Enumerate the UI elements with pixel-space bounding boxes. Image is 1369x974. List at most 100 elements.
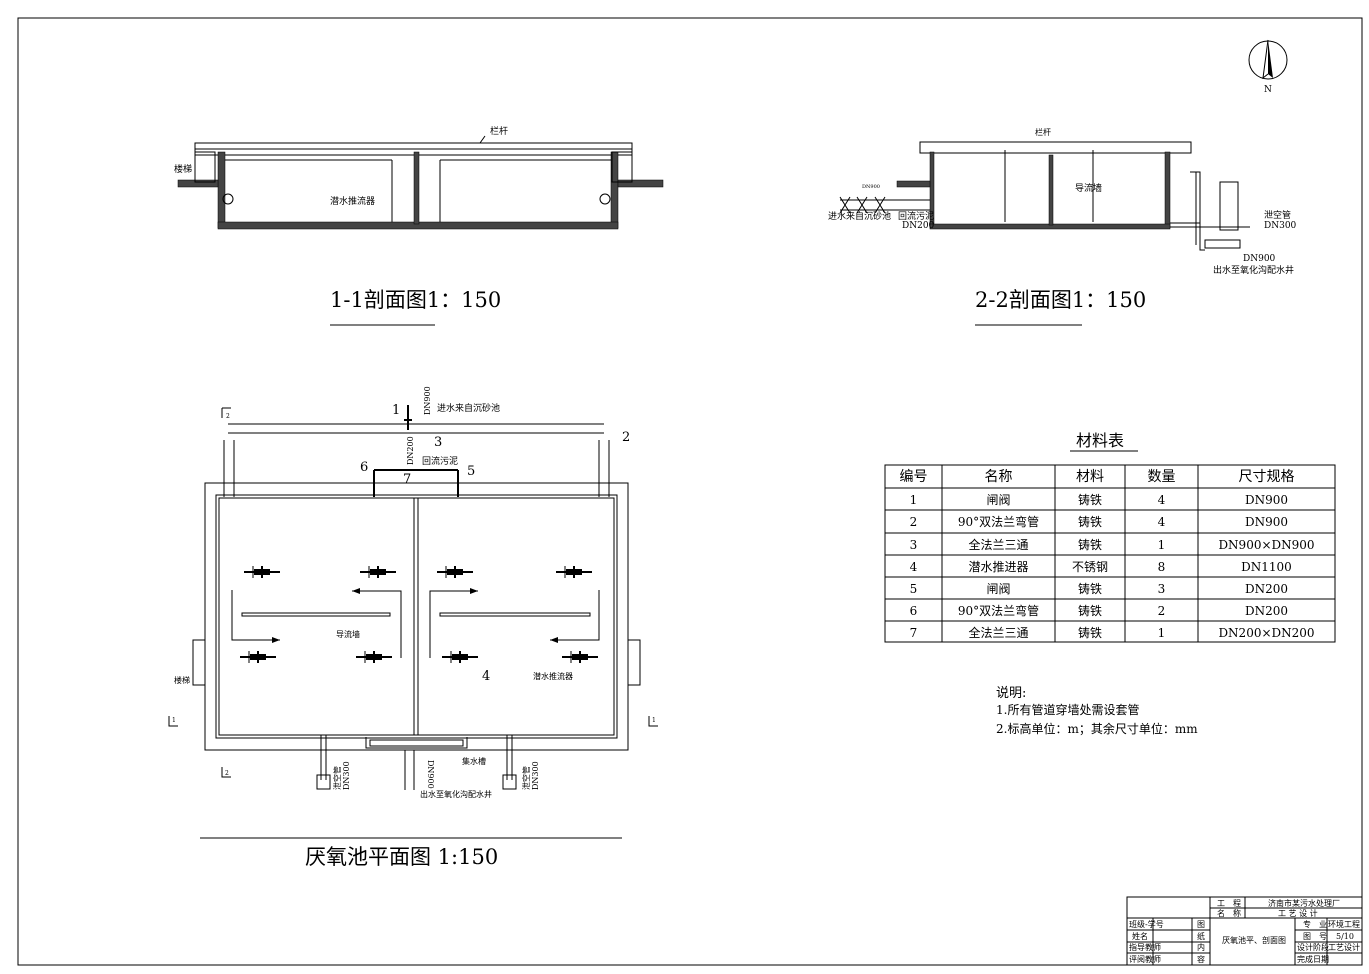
table-cell: 7	[910, 626, 918, 640]
note-1: 1.所有管道穿墙处需设套管	[996, 702, 1139, 717]
table-cell: 铸铁	[1078, 603, 1102, 618]
table-cell: 2	[910, 515, 918, 529]
table-cell: 3	[1158, 582, 1166, 596]
callout-5: 5	[467, 464, 475, 479]
section-mark-2-bottom: 2	[225, 770, 229, 777]
outlet-dn-label: DN900	[1243, 254, 1276, 264]
table-header: 名称	[985, 469, 1013, 485]
drain-dn-right: DN300	[531, 761, 540, 790]
mixer-icon	[240, 651, 276, 663]
section-1-1: 栏杆 楼梯 潜水推流器 1-1剖面图1：150	[174, 125, 664, 326]
flow-arrow-icon	[352, 588, 402, 658]
table-cell: 铸铁	[1078, 514, 1102, 529]
table-cell: 8	[1158, 560, 1166, 574]
table-cell: 4	[910, 560, 918, 574]
stairs-label: 楼梯	[174, 675, 190, 685]
inlet-dn: DN900	[423, 386, 432, 415]
drain-dn-left: DN300	[342, 761, 351, 790]
inlet-label: 进水来自沉砂池	[828, 210, 891, 222]
baffle-label: 导流墙	[336, 629, 360, 639]
callout-3: 3	[434, 435, 442, 450]
plan-title: 厌氧池平面图 1:150	[305, 845, 498, 869]
section-mark-2-top: 2	[226, 413, 230, 420]
table-cell: 全法兰三通	[968, 625, 1028, 640]
callout-1: 1	[392, 403, 400, 418]
table-cell: 闸阀	[986, 582, 1010, 596]
stairs-label: 楼梯	[174, 163, 192, 175]
section-2-2: 栏杆 导流墙 DN900 进水来自沉砂池 回流污泥 DN200 泄空管 DN30…	[828, 127, 1297, 326]
mixer-icon	[360, 566, 396, 578]
major-value: 环境工程	[1328, 919, 1360, 929]
flow-arrow-icon	[550, 590, 600, 643]
mixer-label: 潜水推流器	[533, 671, 573, 681]
project-label-1: 工 程	[1217, 899, 1241, 908]
notes: 说明: 1.所有管道穿墙处需设套管 2.标高单位：m；其余尺寸单位：mm	[996, 686, 1198, 736]
table-cell: 铸铁	[1078, 492, 1102, 507]
project-label-2: 名 称	[1217, 908, 1241, 918]
table-cell: 4	[1158, 493, 1166, 507]
table-cell: DN200	[1245, 604, 1288, 618]
major-label: 专 业	[1303, 919, 1327, 929]
table-cell: 铸铁	[1078, 581, 1102, 596]
drain-dn-label: DN300	[1264, 221, 1297, 231]
north-arrow: N	[1248, 39, 1288, 95]
drain-label-right: 泄空管	[521, 766, 531, 790]
table-header: 数量	[1148, 469, 1176, 485]
stage-label: 设计阶段	[1297, 942, 1329, 952]
sheet-border	[17, 17, 1363, 966]
table-cell: 90°双法兰弯管	[958, 514, 1039, 529]
plan-view: 1 2 3 4 5 6 7 DN900 进水来自沉砂池 DN200 回流污泥 导…	[168, 386, 658, 869]
table-cell: 4	[1158, 515, 1166, 529]
notes-title: 说明:	[996, 686, 1026, 701]
table-cell: 铸铁	[1078, 625, 1102, 640]
outlet-label: 出水至氧化沟配水井	[1213, 264, 1294, 276]
table-cell: DN200	[1245, 582, 1288, 596]
drain-label: 泄空管	[1264, 209, 1291, 221]
return-sludge-label: 回流污泥	[898, 210, 934, 222]
table-header: 材料	[1076, 469, 1104, 485]
table-cell: 闸阀	[986, 493, 1010, 507]
flow-arrow-icon	[429, 588, 478, 658]
baffle-label: 导流墙	[1075, 182, 1102, 194]
table-cell: DN1100	[1241, 560, 1292, 574]
inlet-label: 进水来自沉砂池	[437, 402, 500, 414]
table-cell: DN900	[1245, 515, 1288, 529]
mixer-icon	[244, 566, 280, 578]
table-cell: 5	[910, 582, 918, 596]
north-label: N	[1264, 85, 1272, 95]
drain-label-left: 泄空管	[332, 766, 342, 790]
return-dn-label: DN200	[902, 221, 935, 231]
mixer-label: 潜水推流器	[330, 195, 375, 207]
section-mark-1-right: 1	[652, 717, 656, 724]
mixer-icon	[562, 651, 598, 663]
content-label-3: 内	[1197, 942, 1205, 952]
mixer-icon	[356, 651, 392, 663]
valve-dn: DN900	[862, 184, 880, 190]
section-mark-1-left: 1	[172, 717, 176, 724]
mixer-icon	[442, 651, 478, 663]
table-cell: 铸铁	[1078, 537, 1102, 552]
advisor-label: 指导教师	[1129, 942, 1161, 952]
section-2-2-title: 2-2剖面图1：150	[975, 288, 1146, 312]
railing-label-2: 栏杆	[1035, 127, 1051, 137]
table-cell: DN200×DN200	[1218, 626, 1314, 640]
date-label: 完成日期	[1297, 954, 1329, 964]
return-dn: DN200	[406, 436, 415, 465]
table-cell: 潜水推进器	[968, 560, 1028, 574]
table-cell: 1	[1158, 538, 1166, 552]
drawing-no-label: 图 号	[1303, 932, 1327, 941]
callout-2: 2	[622, 430, 630, 445]
project-sub: 工 艺 设 计	[1278, 908, 1318, 918]
content-label-2: 纸	[1197, 931, 1205, 941]
section-1-1-title: 1-1剖面图1：150	[330, 288, 501, 312]
note-2: 2.标高单位：m；其余尺寸单位：mm	[996, 721, 1198, 736]
stage-value: 工艺设计	[1328, 942, 1360, 952]
mixer-icon	[556, 566, 592, 578]
table-header: 编号	[900, 469, 928, 485]
table-cell: DN900	[1245, 493, 1288, 507]
drawing-content: 厌氧池平、剖面图	[1222, 935, 1286, 945]
table-cell: 3	[910, 538, 918, 552]
name-label: 姓名	[1132, 931, 1148, 941]
table-header: 尺寸规格	[1239, 469, 1295, 485]
